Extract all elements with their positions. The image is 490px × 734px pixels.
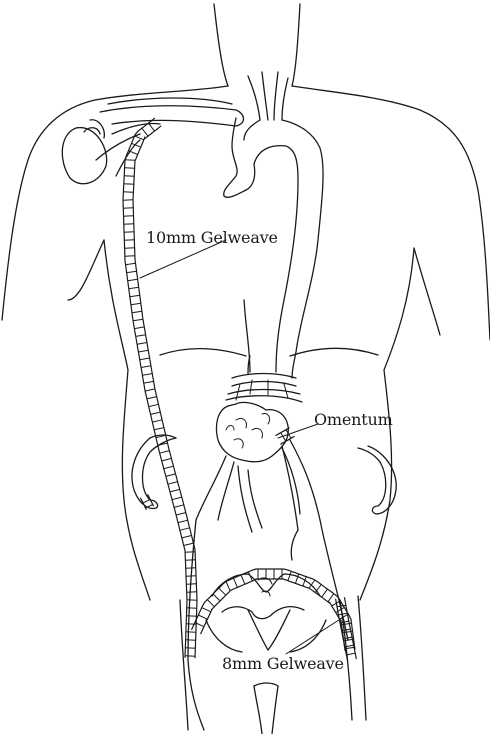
graft-rung <box>149 404 159 406</box>
graft-rung <box>182 536 192 538</box>
label-8mm-gelweave: 8mm Gelweave <box>222 654 344 673</box>
graft-rung <box>128 279 138 280</box>
graft-rung <box>184 543 194 545</box>
graft-rung <box>142 128 148 136</box>
graft-rung <box>126 263 136 264</box>
graft-rung <box>137 343 147 345</box>
graft-rung <box>129 287 139 288</box>
graft-rung <box>288 571 291 580</box>
graft-rung <box>145 389 155 391</box>
graft-rung <box>133 319 143 321</box>
graft-rung <box>143 499 150 503</box>
graft-rung <box>147 397 157 399</box>
graft-rung <box>160 451 170 454</box>
graft-10mm-axillofemoral <box>123 118 197 658</box>
graft-rung <box>328 594 334 602</box>
graft-rung <box>140 358 150 360</box>
label-10mm-gelweave: 10mm Gelweave <box>146 228 278 247</box>
graft-rung <box>162 458 172 461</box>
graft-rung <box>315 585 321 593</box>
graft-rung <box>168 482 178 485</box>
graft-rung <box>172 497 182 500</box>
graft-rung <box>174 505 184 508</box>
omentum-mass <box>216 402 288 461</box>
graft-rung <box>144 381 154 383</box>
leader-line-8mm <box>286 618 342 654</box>
graft-rung <box>234 578 238 587</box>
shoulder-region <box>62 98 243 184</box>
graft-rung <box>170 489 180 492</box>
graft-rung <box>166 474 176 477</box>
graft-rung <box>152 420 162 422</box>
graft-rung <box>142 374 152 376</box>
graft-rung <box>130 295 140 296</box>
graft-rung <box>176 513 186 515</box>
graft-rung <box>198 615 207 619</box>
right-leg-vessels <box>340 596 366 720</box>
graft-8mm-femorofemoral <box>192 569 356 651</box>
graft-rung <box>226 581 230 590</box>
graft-rung <box>207 600 214 607</box>
graft-rung <box>134 327 144 329</box>
graft-rung <box>322 589 328 597</box>
graft-rung <box>132 311 142 312</box>
graft-rung <box>136 335 146 337</box>
graft-rung <box>151 412 161 414</box>
graft-rung <box>138 350 148 352</box>
graft-rung <box>154 428 164 430</box>
graft-rung <box>202 608 211 612</box>
graft-rung <box>346 653 355 655</box>
graft-rung <box>127 271 137 272</box>
graft-rung <box>164 466 174 469</box>
graft-rung <box>178 520 188 522</box>
graft-rung <box>213 594 220 601</box>
graft-rung <box>148 123 154 131</box>
graft-rung <box>141 366 151 368</box>
label-omentum: Omentum <box>314 410 393 429</box>
graft-rung <box>135 136 144 140</box>
graft-rung <box>180 528 190 531</box>
graft-rung <box>131 303 141 304</box>
graft-edge-left <box>201 579 346 651</box>
graft-rung <box>219 588 226 595</box>
graft-rung <box>241 575 245 584</box>
graft-edge-left <box>140 498 146 510</box>
